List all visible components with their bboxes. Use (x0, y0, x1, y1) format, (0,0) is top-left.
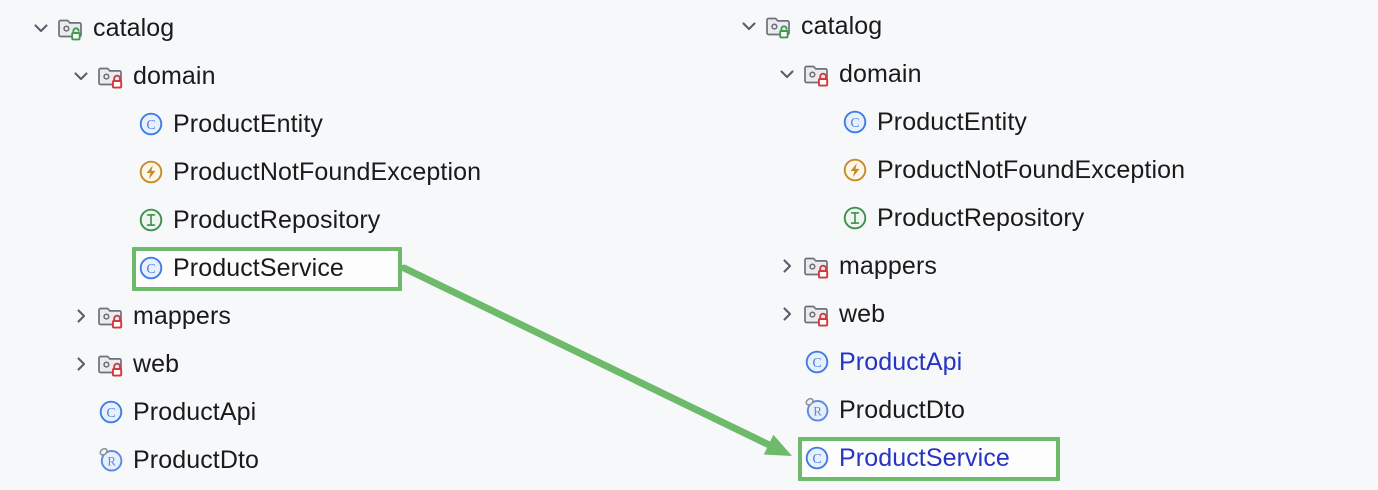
exception-class-icon (842, 157, 868, 183)
tree-row[interactable]: C ProductEntity (814, 100, 1027, 144)
tree-row[interactable]: C ProductService (110, 246, 344, 290)
tree-row[interactable]: catalog (30, 6, 174, 50)
highlight-box (132, 247, 402, 291)
tree-row-label: ProductDto (839, 396, 966, 424)
package-private-icon (804, 253, 830, 279)
tree-row[interactable]: C ProductApi (776, 340, 962, 384)
svg-text:R: R (107, 455, 116, 469)
tree-row-label: ProductRepository (877, 204, 1085, 232)
class-icon: C (804, 349, 830, 375)
tree-row[interactable]: web (776, 292, 885, 336)
chevron-down-icon[interactable] (776, 63, 798, 85)
svg-text:C: C (146, 261, 155, 276)
tree-row[interactable]: ProductRepository (110, 198, 380, 242)
exception-class-icon (138, 159, 164, 185)
tree-row-label: catalog (801, 12, 883, 40)
chevron-down-icon[interactable] (30, 17, 52, 39)
arrow-shaft (400, 264, 778, 451)
tree-row-label: ProductNotFoundException (173, 158, 482, 186)
svg-text:R: R (813, 405, 822, 419)
tree-row[interactable]: catalog (738, 4, 882, 48)
tree-row-label: domain (839, 60, 922, 88)
tree-row[interactable]: domain (776, 52, 922, 96)
tree-row-label: mappers (133, 302, 231, 330)
tree-row-label: ProductApi (133, 398, 257, 426)
tree-row-label: mappers (839, 252, 937, 280)
svg-text:C: C (146, 117, 155, 132)
tree-row-label: web (133, 350, 180, 378)
interface-icon (842, 205, 868, 231)
chevron-right-icon[interactable] (70, 353, 92, 375)
tree-row[interactable]: mappers (70, 294, 231, 338)
tree-row-label: ProductService (839, 444, 1010, 472)
chevron-right-icon[interactable] (70, 305, 92, 327)
chevron-down-icon[interactable] (70, 65, 92, 87)
tree-row-label: domain (133, 62, 216, 90)
tree-row-label: ProductEntity (173, 110, 323, 138)
record-icon: R (804, 397, 830, 423)
class-icon: C (138, 255, 164, 281)
tree-row[interactable]: R ProductDto (776, 388, 965, 432)
record-icon: R (98, 447, 124, 473)
package-private-icon (98, 303, 124, 329)
chevron-right-icon[interactable] (776, 303, 798, 325)
tree-row-label: ProductService (173, 254, 344, 282)
tree-row[interactable]: C ProductEntity (110, 102, 323, 146)
tree-row-label: catalog (93, 14, 175, 42)
svg-text:C: C (850, 115, 859, 130)
tree-row-label: ProductNotFoundException (877, 156, 1186, 184)
tree-row[interactable]: C ProductService (776, 436, 1010, 480)
class-icon: C (842, 109, 868, 135)
tree-row-label: ProductApi (839, 348, 963, 376)
chevron-down-icon[interactable] (738, 15, 760, 37)
package-private-icon (98, 351, 124, 377)
class-icon: C (804, 445, 830, 471)
tree-row[interactable]: ProductNotFoundException (814, 148, 1185, 192)
class-icon: C (98, 399, 124, 425)
svg-text:C: C (812, 355, 821, 370)
tree-row[interactable]: ProductNotFoundException (110, 150, 481, 194)
move-arrow (400, 264, 792, 456)
svg-text:C: C (812, 451, 821, 466)
tree-row[interactable]: web (70, 342, 179, 386)
tree-row-label: ProductEntity (877, 108, 1027, 136)
chevron-right-icon[interactable] (776, 255, 798, 277)
tree-row-label: ProductDto (133, 446, 260, 474)
package-private-icon (804, 301, 830, 327)
tree-row[interactable]: domain (70, 54, 216, 98)
class-icon: C (138, 111, 164, 137)
package-public-icon (58, 15, 84, 41)
tree-row[interactable]: C ProductApi (70, 390, 256, 434)
package-private-icon (804, 61, 830, 87)
tree-row[interactable]: mappers (776, 244, 937, 288)
package-private-icon (98, 63, 124, 89)
package-public-icon (766, 13, 792, 39)
tree-row-label: web (839, 300, 886, 328)
interface-icon (138, 207, 164, 233)
svg-text:C: C (106, 405, 115, 420)
highlight-box (798, 437, 1060, 481)
tree-row[interactable]: ProductRepository (814, 196, 1084, 240)
tree-row[interactable]: R ProductDto (70, 438, 259, 482)
tree-row-label: ProductRepository (173, 206, 381, 234)
